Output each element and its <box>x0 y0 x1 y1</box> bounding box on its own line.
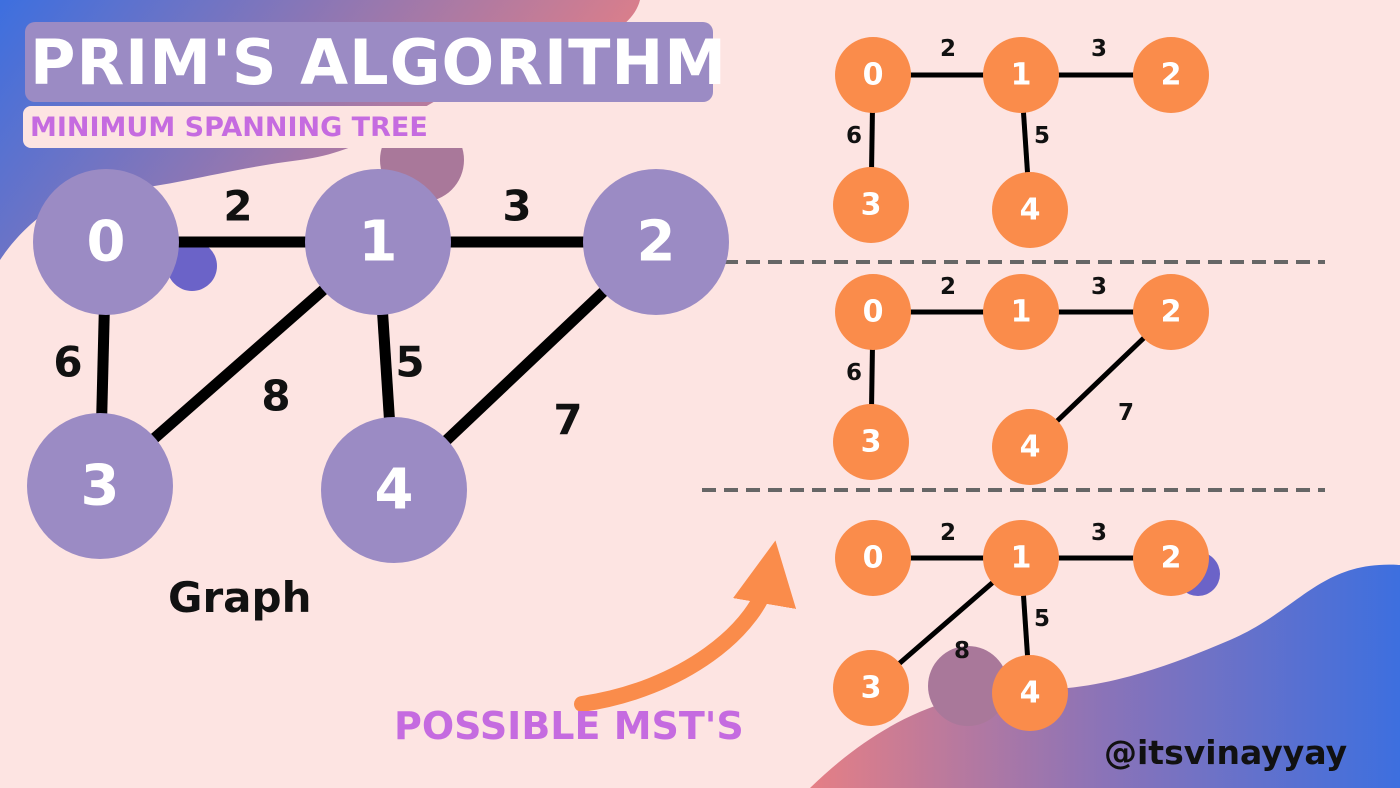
mst2-node-3 <box>833 404 909 480</box>
mst3-node-1 <box>983 520 1059 596</box>
mst1-node-label-1: 1 <box>1011 58 1032 93</box>
mst1-edge-weight-0-3: 6 <box>846 123 862 149</box>
mst1-node-3 <box>833 167 909 243</box>
mst-diagram-2: 0 1 2 3 4 2 3 6 7 <box>833 274 1209 485</box>
mst1-node-label-0: 0 <box>863 58 884 93</box>
mst3-node-4 <box>992 655 1068 731</box>
graph-node-4 <box>321 417 467 563</box>
graph-edge-weight-1-2: 3 <box>502 182 531 231</box>
bottom-right-blob <box>810 564 1400 788</box>
mst3-node-label-2: 2 <box>1161 541 1182 576</box>
mst1-edge-weight-1-4: 5 <box>1034 123 1050 149</box>
page-subtitle: MINIMUM SPANNING TREE <box>30 112 428 143</box>
author-handle: @itsvinayyay <box>1104 733 1348 772</box>
graph-edge-weight-1-3: 8 <box>261 372 290 421</box>
main-graph: 0 1 2 3 4 2 3 6 8 5 7 <box>27 169 729 563</box>
mst1-node-label-3: 3 <box>861 188 882 223</box>
decor-dot <box>167 241 217 291</box>
graph-node-label-4: 4 <box>375 458 414 523</box>
mst-diagram-1: 0 1 2 3 4 2 3 6 5 <box>833 36 1209 248</box>
mst1-edge-weight-0-1: 2 <box>940 36 956 62</box>
mst2-node-0 <box>835 274 911 350</box>
graph-edge-weight-0-3: 6 <box>53 338 82 387</box>
graph-node-label-3: 3 <box>81 454 120 519</box>
mst2-node-label-4: 4 <box>1020 430 1041 465</box>
mst3-edge-weight-0-1: 2 <box>940 520 956 546</box>
mst3-edge-weight-1-4: 5 <box>1034 606 1050 632</box>
mst2-edge-weight-0-3: 6 <box>846 360 862 386</box>
mst1-node-0 <box>835 37 911 113</box>
mst3-node-2 <box>1133 520 1209 596</box>
graph-node-2 <box>583 169 729 315</box>
subtitle-banner <box>23 106 470 148</box>
mst3-node-label-4: 4 <box>1020 676 1041 711</box>
mst2-edge-weight-1-2: 3 <box>1091 274 1107 300</box>
graph-edge-weight-1-4: 5 <box>395 338 424 387</box>
graph-edge-weight-2-4: 7 <box>553 396 582 445</box>
mst2-node-label-3: 3 <box>861 425 882 460</box>
mst2-node-label-2: 2 <box>1161 295 1182 330</box>
graph-caption: Graph <box>168 573 312 622</box>
mst3-node-label-1: 1 <box>1011 541 1032 576</box>
page-title: PRIM'S ALGORITHM <box>30 26 727 99</box>
graph-node-label-0: 0 <box>87 210 126 275</box>
mst1-node-2 <box>1133 37 1209 113</box>
title-banner <box>25 22 713 102</box>
mst2-node-label-0: 0 <box>863 295 884 330</box>
mst1-node-4 <box>992 172 1068 248</box>
graph-node-label-2: 2 <box>637 210 676 275</box>
mst2-edge-weight-2-4: 7 <box>1118 400 1134 426</box>
mst2-node-1 <box>983 274 1059 350</box>
mst-arrow <box>574 540 797 712</box>
mst1-edge-weight-1-2: 3 <box>1091 36 1107 62</box>
mst1-node-label-2: 2 <box>1161 58 1182 93</box>
mst2-node-4 <box>992 409 1068 485</box>
graph-node-1 <box>305 169 451 315</box>
mst3-node-label-3: 3 <box>861 671 882 706</box>
decor-circle-small <box>928 646 1008 726</box>
mst3-edge-weight-1-3: 8 <box>954 638 970 664</box>
graph-node-0 <box>33 169 179 315</box>
mst3-node-0 <box>835 520 911 596</box>
graph-node-3 <box>27 413 173 559</box>
mst-diagram-3: 0 1 2 3 4 2 3 8 5 <box>833 520 1209 731</box>
mst3-node-3 <box>833 650 909 726</box>
graph-edge-weight-0-1: 2 <box>223 182 252 231</box>
mst2-edge-weight-0-1: 2 <box>940 274 956 300</box>
mst1-node-label-4: 4 <box>1020 193 1041 228</box>
mst2-node-2 <box>1133 274 1209 350</box>
mst2-node-label-1: 1 <box>1011 295 1032 330</box>
mst1-node-1 <box>983 37 1059 113</box>
mst3-node-label-0: 0 <box>863 541 884 576</box>
mst-caption: POSSIBLE MST'S <box>394 704 744 748</box>
graph-node-label-1: 1 <box>359 210 398 275</box>
mst3-edge-weight-1-2: 3 <box>1091 520 1107 546</box>
